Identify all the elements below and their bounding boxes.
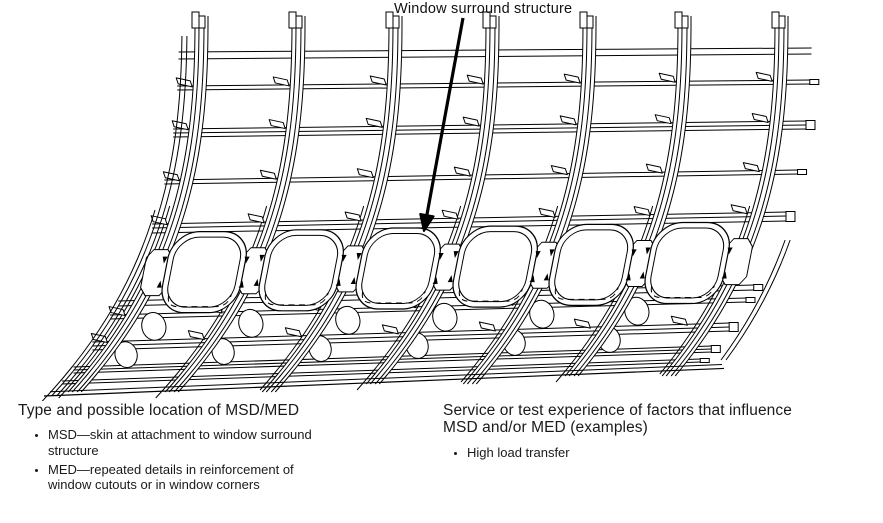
callout-label: Window surround structure: [394, 1, 573, 17]
right-caption-title: Service or test experience of factors th…: [443, 402, 863, 437]
left-caption-title: Type and possible location of MSD/MED: [18, 402, 300, 419]
right-caption-bullet-load: High load transfer: [467, 445, 863, 460]
left-caption-list: MSD—skin at attachment to window surroun…: [18, 427, 420, 492]
right-caption-list: High load transfer: [443, 445, 863, 460]
left-caption: Type and possible location of MSD/MED MS…: [18, 402, 420, 497]
right-caption: Service or test experience of factors th…: [443, 402, 863, 464]
bullet-line: window cutouts or in window corners: [48, 477, 260, 493]
left-caption-bullet-med: MED—repeated details in reinforcement of…: [48, 462, 420, 493]
bullet-line: High load transfer: [467, 444, 570, 460]
title-line: MSD and/or MED (examples): [443, 419, 648, 437]
bullet-line: structure: [48, 442, 99, 458]
title-line: Service or test experience of factors th…: [443, 402, 792, 419]
fuselage-structure-diagram: [41, 11, 820, 401]
bullet-line: MSD—skin at attachment to window surroun…: [48, 427, 312, 443]
bullet-line: MED—repeated details in reinforcement of: [48, 462, 294, 478]
left-caption-bullet-msd: MSD—skin at attachment to window surroun…: [48, 427, 420, 458]
